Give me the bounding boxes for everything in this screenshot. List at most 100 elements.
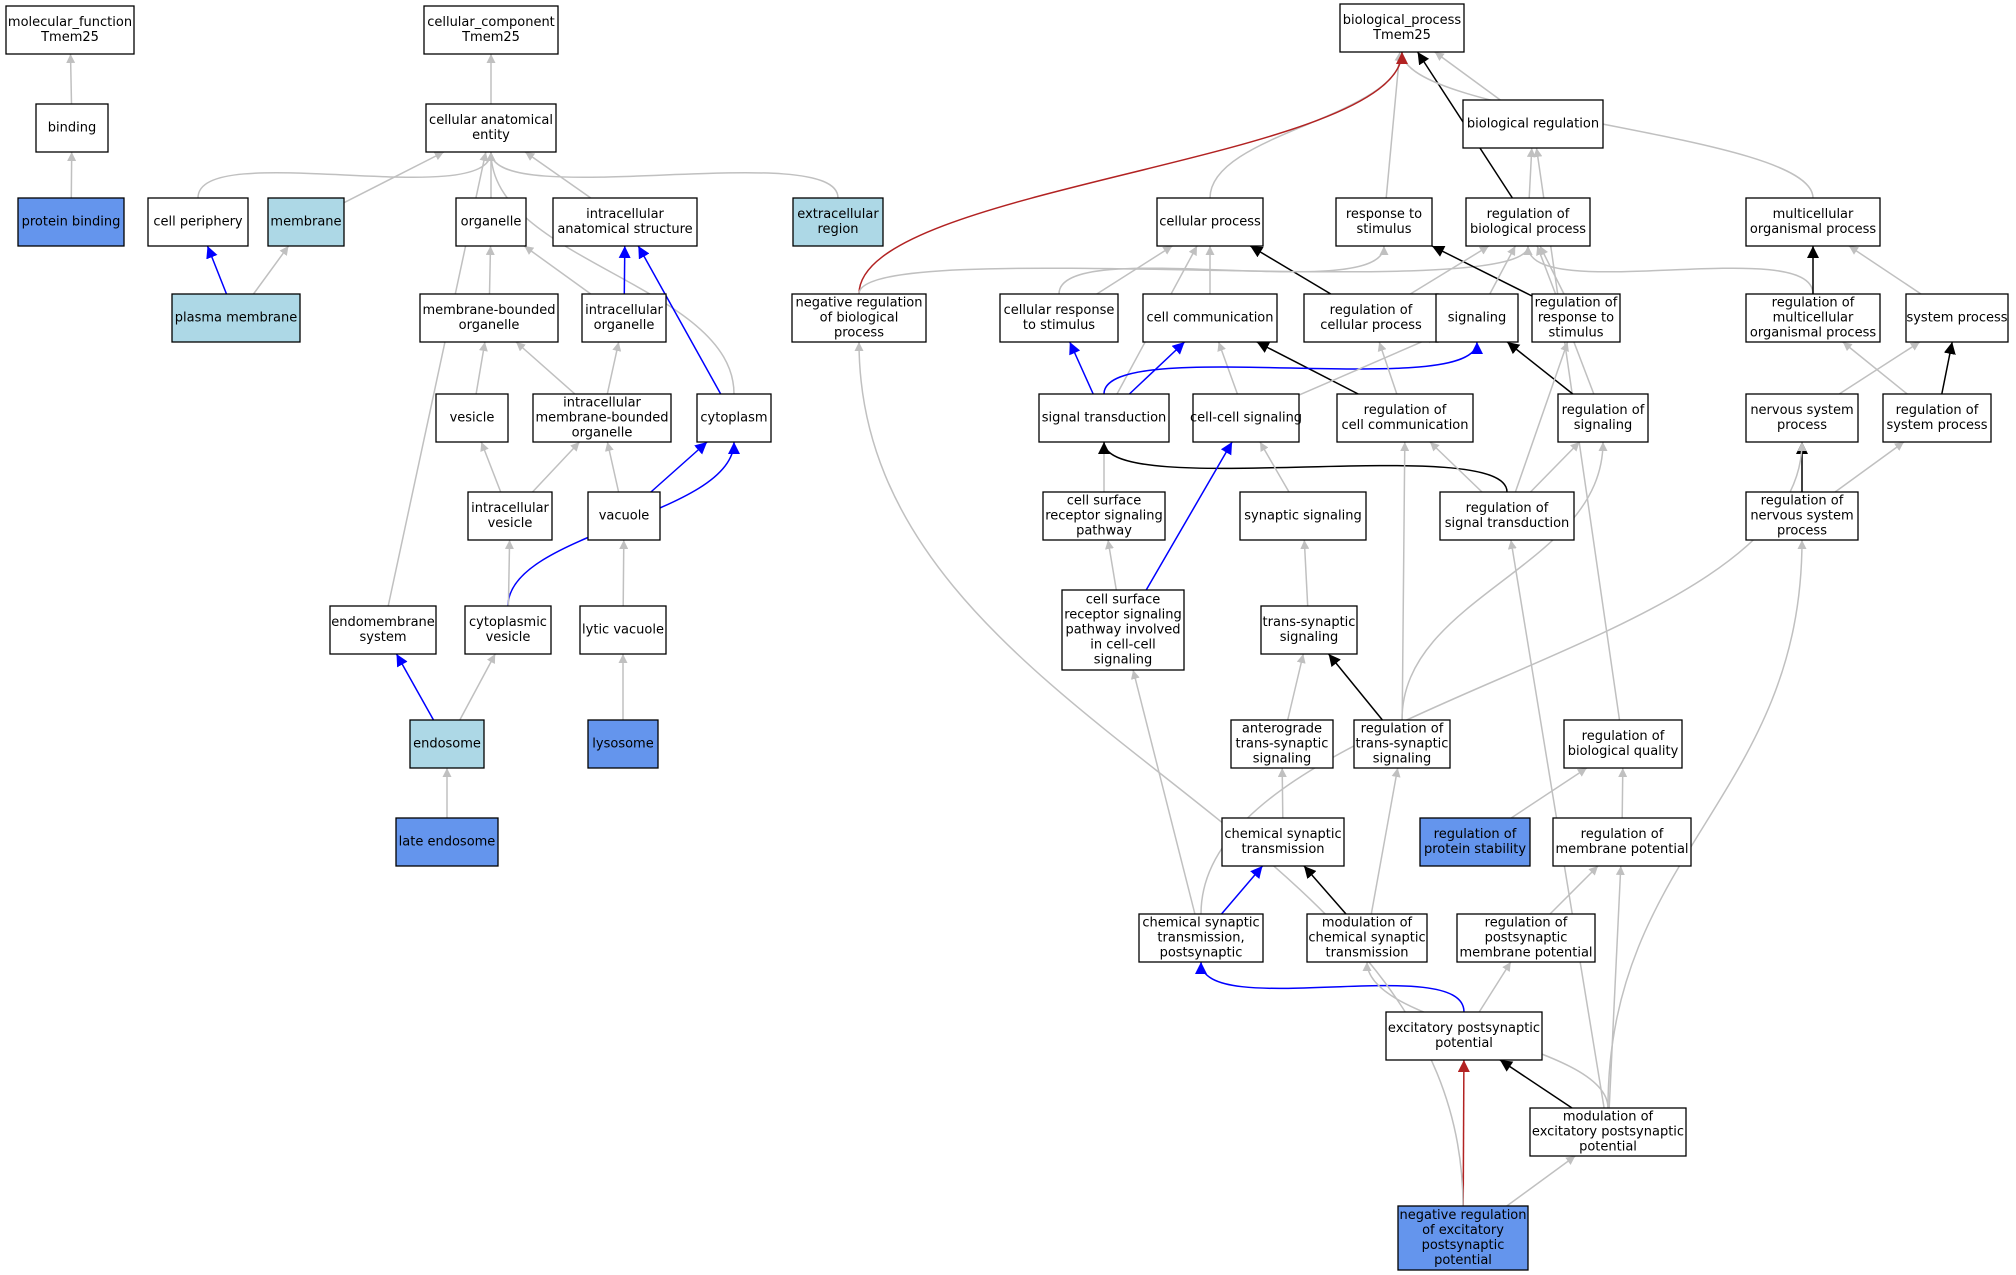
term-node-ccsig[interactable]: cell-cell signaling <box>1190 393 1302 443</box>
term-label-line: system process <box>1906 311 2007 326</box>
term-label-line: signaling <box>1373 752 1432 767</box>
term-label-line: cell communication <box>1341 418 1468 433</box>
term-label-line: vesicle <box>486 630 531 645</box>
edge-ccsig-to-cellcomm <box>1217 341 1239 395</box>
edge-regtss-to-regsig <box>1401 441 1608 721</box>
term-box <box>1419 817 1531 867</box>
term-label-line: cell-cell signaling <box>1190 411 1302 426</box>
term-label-line: regulation of <box>1466 501 1549 516</box>
term-label-line: transmission <box>1325 946 1408 961</box>
term-label-line: plasma membrane <box>175 311 298 326</box>
term-box <box>1397 1205 1529 1271</box>
edge-resp-to-bp <box>1385 51 1404 199</box>
term-node-binding[interactable]: binding <box>35 103 109 153</box>
term-box <box>1239 491 1367 541</box>
term-node-cellproc[interactable]: cellular process <box>1156 197 1264 247</box>
term-label-line: endomembrane <box>331 615 435 630</box>
term-box <box>1462 99 1604 149</box>
edge-imbo-to-mbo <box>515 341 576 395</box>
term-node-cell_periphery[interactable]: cell periphery <box>147 197 249 247</box>
edge-mop-to-bp <box>1397 51 1814 199</box>
term-node-membrane[interactable]: membrane <box>267 197 345 247</box>
term-label-line: intracellular <box>586 207 664 222</box>
term-label-line: biological regulation <box>1467 117 1599 132</box>
term-label-line: cytoplasm <box>700 411 767 426</box>
term-node-sysproc[interactable]: system process <box>1905 293 2009 343</box>
term-label-line: binding <box>48 121 96 136</box>
term-node-lysosome[interactable]: lysosome <box>587 719 659 769</box>
term-label-line: biological_process <box>1343 13 1462 28</box>
term-node-signaling[interactable]: signaling <box>1435 293 1519 343</box>
term-node-vacuole[interactable]: vacuole <box>587 491 661 541</box>
edge-endosome-to-endomembrane <box>395 653 435 721</box>
term-label-line: postsynaptic <box>1160 946 1243 961</box>
term-node-vesicle[interactable]: vesicle <box>435 393 509 443</box>
term-label-line: system process <box>1886 418 1987 433</box>
term-box <box>1563 719 1683 769</box>
term-label-line: in cell-cell <box>1090 638 1155 653</box>
term-node-synsig[interactable]: synaptic signaling <box>1239 491 1367 541</box>
term-node-protein_binding[interactable]: protein binding <box>17 197 125 247</box>
term-box <box>1230 719 1334 769</box>
edge-nsp-to-sysproc <box>1838 341 1921 395</box>
edge-tss-to-synsig <box>1300 539 1310 607</box>
term-node-sigtrans[interactable]: signal transduction <box>1038 393 1170 443</box>
term-node-cytoplasm[interactable]: cytoplasm <box>696 393 772 443</box>
term-label-line: modulation of <box>1322 916 1413 931</box>
term-node-lytic_vacuole[interactable]: lytic vacuole <box>579 605 667 655</box>
term-node-bioreg[interactable]: biological regulation <box>1462 99 1604 149</box>
term-node-endosome[interactable]: endosome <box>409 719 485 769</box>
term-node-cstp[interactable]: chemical synaptictransmission,postsynapt… <box>1138 913 1264 963</box>
edge-sigtrans-to-signaling <box>1103 341 1483 395</box>
edge-regsig-to-signaling <box>1506 341 1574 395</box>
term-box <box>1353 719 1451 769</box>
term-node-cellcomm[interactable]: cell communication <box>1142 293 1278 343</box>
term-box <box>1905 293 2009 343</box>
term-node-late_endosome[interactable]: late endosome <box>395 817 499 867</box>
edge-csrspcc-to-ccsig <box>1145 441 1233 591</box>
term-node-organelle[interactable]: organelle <box>455 197 527 247</box>
term-node-plasma_membrane[interactable]: plasma membrane <box>171 293 301 343</box>
edge-regsys-to-regmop <box>1842 341 1908 395</box>
